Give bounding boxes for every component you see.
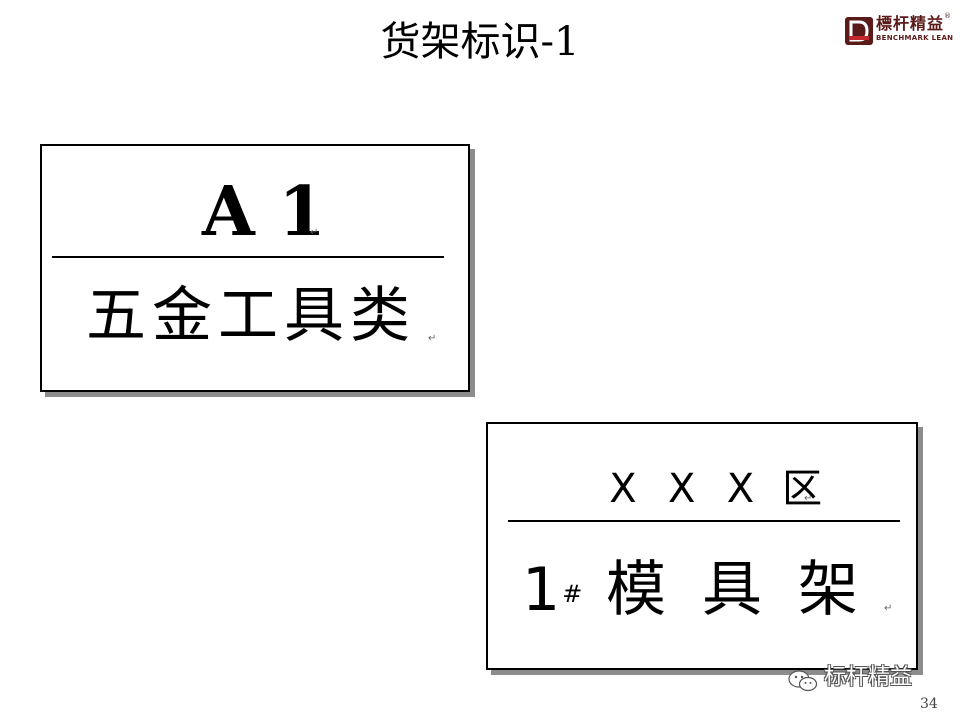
- sign-category: 五金工具类: [86, 281, 416, 351]
- logo-english-text: BENCHMARK LEAN: [876, 34, 954, 42]
- rack-number: 1#: [522, 552, 582, 628]
- zone-letter: X: [726, 466, 755, 512]
- zone-letter: X: [668, 466, 696, 512]
- rack-name: 模具架: [606, 555, 894, 625]
- sign-divider: [52, 256, 444, 258]
- sign-zone: X X X 区: [600, 464, 822, 514]
- shelf-sign-a1: A 1 ↵ 五金工具类 ↵: [40, 144, 470, 392]
- paragraph-mark: ↵: [428, 333, 437, 344]
- paragraph-mark: ↵: [310, 227, 319, 238]
- paragraph-mark: ↵: [804, 493, 813, 504]
- sign-code: A 1: [202, 174, 326, 250]
- brand-logo: 標杆精益 ® BENCHMARK LEAN: [844, 12, 953, 50]
- zone-suffix: 区: [782, 466, 823, 512]
- registered-mark: ®: [944, 12, 951, 20]
- page-number: 34: [920, 696, 938, 712]
- zone-letter: X: [609, 466, 637, 512]
- logo-chinese-text: 標杆精益: [876, 14, 945, 33]
- watermark-text: 标杆精益: [824, 665, 913, 690]
- wechat-icon: [788, 670, 818, 692]
- sign-divider: [508, 520, 900, 522]
- sign-code-text: A 1: [202, 172, 326, 252]
- benchmark-lean-logo-icon: [845, 17, 873, 45]
- shelf-sign-mold-rack: X X X 区 ↵ 1# 模具架 ↵: [486, 422, 918, 670]
- slide-title: 货架标识-1: [380, 19, 580, 65]
- paragraph-mark: ↵: [884, 603, 893, 614]
- rack-number-value: 1: [522, 555, 561, 625]
- rack-number-mark: #: [562, 580, 583, 608]
